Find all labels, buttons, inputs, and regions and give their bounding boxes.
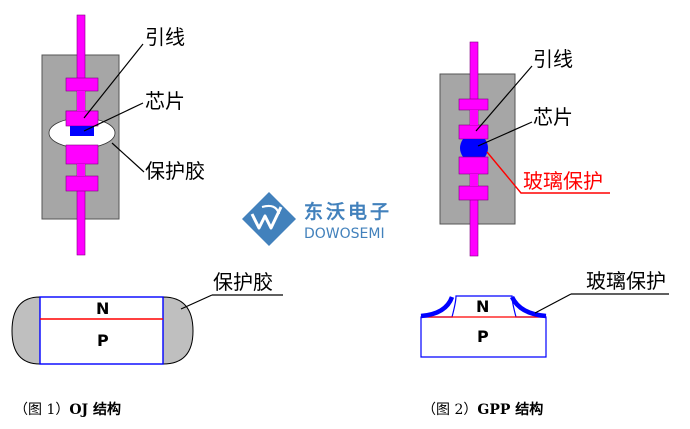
gpp-label-lead: 引线 [533,47,573,71]
gpp-upper-tab [458,98,489,111]
oj-leader-glue [111,142,145,173]
gpp-chip [460,139,488,157]
dowosemi-logo-icon [242,192,296,246]
gpp-lower-electrode [458,156,489,175]
oj-lower-tab [65,175,99,192]
oj-chip [70,126,94,136]
figure1-caption-number: （图 1） [14,402,70,418]
gpp-layer-n: N [476,297,489,316]
gpp-lead-mask [470,110,478,125]
oj-leader-lead [83,43,144,119]
figure1-caption-name: OJ 结构 [69,402,122,418]
oj-lead-mask [77,91,85,111]
oj-label-glue: 保护胶 [145,159,205,183]
figure2-caption: （图 2）GPP 结构 [422,399,543,419]
oj-die [39,296,164,365]
watermark-en: DOWOSEMI [304,226,385,242]
oj-lower-electrode [65,144,99,165]
gpp-lower-tab [458,185,489,201]
oj-label-lead: 引线 [145,25,185,49]
watermark-cn: 东沃电子 [304,200,392,223]
oj-glue-right [162,296,194,365]
dowosemi-watermark: 东沃电子 DOWOSEMI [242,192,392,246]
gpp-leader-chip [477,121,533,147]
oj-cross-section: N P 保护胶 [11,270,283,365]
gpp-glass-right [509,295,547,319]
oj-lead-mask-2 [77,164,85,176]
gpp-leader-glass-2 [534,293,572,314]
oj-label-chip: 芯片 [145,89,185,113]
oj-label-glue-2: 保护胶 [213,270,273,294]
gpp-device: 引线 芯片 玻璃保护 [439,41,610,257]
oj-layer-n: N [96,299,109,318]
gpp-lead-mask-2 [470,174,478,186]
oj-upper-tab [65,77,99,92]
figure2-caption-name: GPP 结构 [477,402,544,418]
oj-upper-electrode-mask [65,110,99,127]
oj-glue-left [11,296,41,365]
oj-layer-p: P [97,331,109,350]
gpp-glass-left [420,296,455,319]
gpp-label-chip: 芯片 [533,105,573,129]
gpp-upper-electrode [458,124,489,140]
gpp-leader-lead [475,65,533,132]
gpp-label-glass-2: 玻璃保护 [586,269,666,293]
gpp-layer-p: P [477,327,489,346]
gpp-cross-section: N P 玻璃保护 [420,269,669,358]
figure1-caption: （图 1）OJ 结构 [14,399,121,419]
oj-device: 引线 芯片 保护胶 [41,14,205,256]
gpp-leader-glass [486,151,610,194]
oj-leader-chip [83,102,144,132]
figure2-caption-number: （图 2） [422,402,478,418]
gpp-label-glass: 玻璃保护 [523,169,603,193]
oj-leader-glue-2 [180,294,213,310]
